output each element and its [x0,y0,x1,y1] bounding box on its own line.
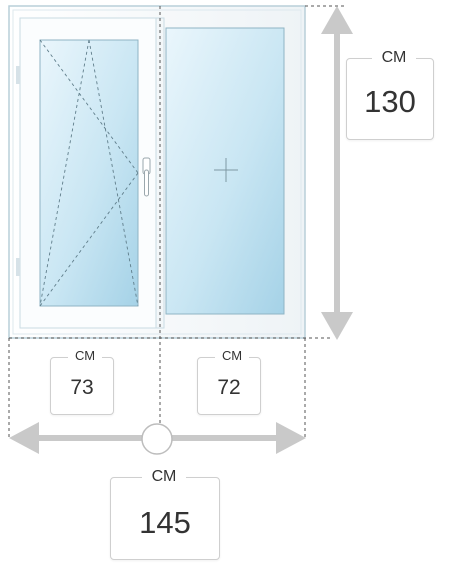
height-arrow [321,6,353,340]
right-fixed-pane[interactable] [165,27,285,315]
left-sash-width-unit-label: СМ [68,349,102,362]
hinge-bottom-icon [16,258,20,276]
height-value: 130 [364,84,416,119]
height-input[interactable]: 130 [346,58,434,140]
mullion [155,17,165,329]
left-sash[interactable] [16,17,157,329]
total-width-input[interactable]: 145 [110,477,220,560]
window-handle-icon[interactable] [142,157,151,197]
right-sash-width-value: 72 [217,376,241,399]
crosshair-icon [214,158,238,182]
left-sash-width-input[interactable]: 73 [50,357,114,415]
dimension-guides [8,5,345,438]
height-unit-label: СМ [372,50,416,66]
left-sash-width-value: 73 [70,376,94,399]
slider-knob-icon[interactable] [141,423,173,455]
right-sash-width-input[interactable]: 72 [197,357,261,415]
total-width-unit-label: СМ [142,469,186,485]
right-sash-width-unit-label: СМ [215,349,249,362]
total-width-value: 145 [139,504,191,540]
hinge-top-icon [16,66,20,84]
